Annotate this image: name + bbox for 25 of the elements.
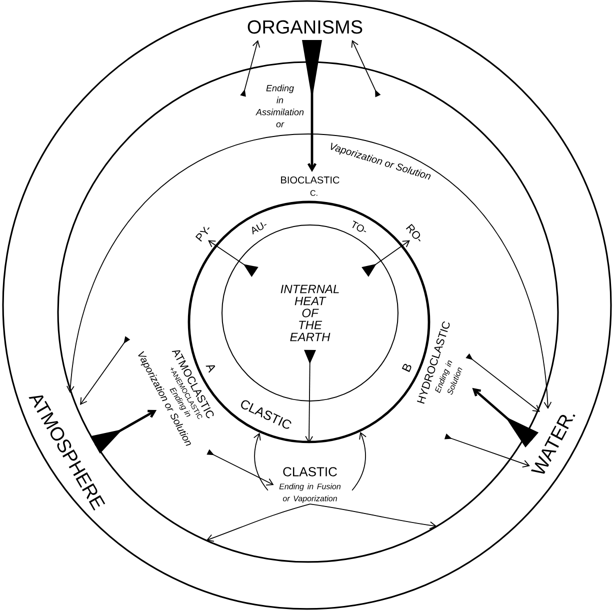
arrow bbox=[310, 504, 437, 530]
note-text: Ending in Assimilation or bbox=[256, 84, 304, 128]
ring-label: C. bbox=[310, 190, 318, 196]
ring-label: AU- bbox=[252, 222, 267, 235]
ring-label: B bbox=[402, 364, 412, 372]
process-label: CLASTIC Ending in Fusion or Vaporization bbox=[279, 467, 341, 503]
arrow bbox=[66, 134, 308, 393]
arrow bbox=[351, 40, 381, 98]
arrow bbox=[362, 240, 410, 277]
arrow bbox=[80, 336, 130, 405]
arrow bbox=[466, 353, 540, 412]
arrow bbox=[206, 449, 274, 486]
arrow bbox=[308, 134, 552, 409]
wedge-arrow bbox=[90, 410, 157, 454]
arrow bbox=[208, 240, 258, 277]
wedge-arrow bbox=[472, 388, 539, 448]
arrow bbox=[206, 504, 310, 542]
arrow bbox=[253, 432, 268, 491]
arrow bbox=[240, 40, 260, 97]
ring-label: BIOCLASTIC bbox=[281, 176, 340, 184]
arrow bbox=[444, 434, 530, 468]
arrow bbox=[352, 432, 366, 491]
wedge-arrow bbox=[302, 40, 322, 172]
region-name: ORGANISMS bbox=[248, 20, 362, 34]
arrow bbox=[304, 350, 316, 444]
